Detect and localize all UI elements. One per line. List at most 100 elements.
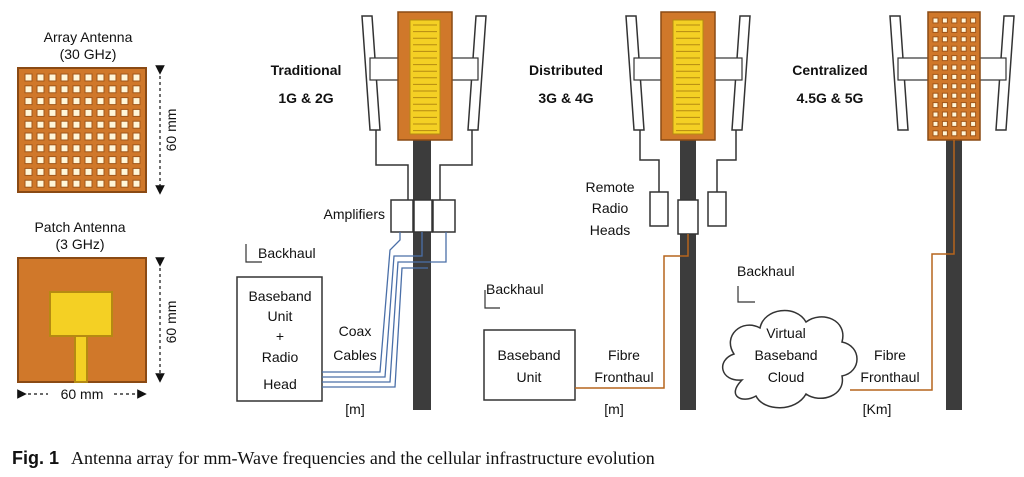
array-element bbox=[84, 179, 93, 188]
distributed-feed-left bbox=[639, 130, 660, 192]
array-element bbox=[941, 26, 948, 33]
array-element bbox=[960, 111, 967, 118]
array-element bbox=[932, 92, 939, 99]
array-element bbox=[36, 156, 45, 165]
traditional-backhaul-label: Backhaul bbox=[258, 245, 316, 261]
array-element bbox=[951, 55, 958, 62]
distributed-rrh-3 bbox=[707, 191, 727, 227]
array-element bbox=[960, 102, 967, 109]
array-element bbox=[84, 156, 93, 165]
array-element bbox=[36, 97, 45, 106]
array-element bbox=[36, 73, 45, 82]
array-element bbox=[932, 17, 939, 24]
traditional-amplifier-3 bbox=[432, 199, 456, 233]
array-antenna-size: 60 mm bbox=[163, 109, 179, 152]
array-element bbox=[951, 73, 958, 80]
array-element bbox=[72, 120, 81, 129]
array-antenna-freq: (30 GHz) bbox=[60, 46, 117, 62]
array-element bbox=[951, 45, 958, 52]
array-element bbox=[48, 156, 57, 165]
array-element bbox=[120, 97, 129, 106]
array-element bbox=[120, 73, 129, 82]
traditional-unit-line-4: Radio bbox=[262, 349, 299, 365]
array-element bbox=[96, 156, 105, 165]
array-element bbox=[36, 132, 45, 141]
array-element bbox=[36, 144, 45, 153]
array-element bbox=[24, 108, 33, 117]
array-element bbox=[932, 120, 939, 127]
array-element bbox=[24, 132, 33, 141]
centralized-tower bbox=[889, 11, 1015, 410]
distributed-unit-line-2: Unit bbox=[517, 369, 542, 385]
traditional-generation: 1G & 2G bbox=[278, 90, 333, 106]
array-element bbox=[60, 85, 69, 94]
distributed-radiating-strip bbox=[672, 19, 704, 135]
array-element bbox=[951, 26, 958, 33]
centralized-pole bbox=[946, 140, 962, 410]
distributed-rrh-line-2: Radio bbox=[592, 200, 629, 216]
array-element bbox=[960, 73, 967, 80]
array-element bbox=[48, 108, 57, 117]
array-element bbox=[108, 120, 117, 129]
array-element bbox=[960, 55, 967, 62]
distributed-fibre-line bbox=[575, 234, 689, 389]
array-element bbox=[941, 73, 948, 80]
array-element bbox=[941, 102, 948, 109]
array-element bbox=[48, 167, 57, 176]
array-element bbox=[970, 111, 977, 118]
centralized-backhaul-line bbox=[737, 286, 755, 303]
distributed-link-line-1: Fibre bbox=[608, 347, 640, 363]
centralized-cloud-line-2: Baseband bbox=[754, 347, 817, 363]
array-element bbox=[96, 144, 105, 153]
array-element bbox=[941, 130, 948, 137]
array-element bbox=[932, 45, 939, 52]
array-element bbox=[132, 97, 141, 106]
array-element bbox=[72, 156, 81, 165]
array-element bbox=[84, 132, 93, 141]
array-element bbox=[96, 73, 105, 82]
array-element bbox=[24, 73, 33, 82]
figure-number: Fig. 1 bbox=[12, 448, 60, 468]
array-element bbox=[970, 120, 977, 127]
array-element bbox=[970, 130, 977, 137]
array-element bbox=[120, 85, 129, 94]
array-element bbox=[960, 36, 967, 43]
array-element bbox=[24, 85, 33, 94]
distributed-generation: 3G & 4G bbox=[538, 90, 593, 106]
array-element bbox=[941, 55, 948, 62]
array-element bbox=[970, 55, 977, 62]
array-element bbox=[24, 144, 33, 153]
array-element bbox=[960, 92, 967, 99]
array-element bbox=[36, 85, 45, 94]
array-element bbox=[60, 97, 69, 106]
distributed-rrh-line-3: Heads bbox=[590, 222, 630, 238]
patch-element bbox=[49, 291, 113, 337]
array-element bbox=[941, 120, 948, 127]
array-element bbox=[970, 36, 977, 43]
array-element bbox=[951, 64, 958, 71]
array-element bbox=[951, 92, 958, 99]
figure-caption-text: Antenna array for mm-Wave frequencies an… bbox=[71, 448, 655, 468]
array-element bbox=[951, 83, 958, 90]
array-element bbox=[24, 97, 33, 106]
array-element bbox=[132, 156, 141, 165]
distributed-tower bbox=[625, 11, 751, 410]
array-element bbox=[941, 83, 948, 90]
array-element bbox=[72, 85, 81, 94]
array-element bbox=[970, 102, 977, 109]
array-antenna-title: Array Antenna bbox=[44, 29, 133, 45]
traditional-strip-lines bbox=[413, 24, 437, 132]
array-element bbox=[932, 26, 939, 33]
array-element bbox=[24, 167, 33, 176]
array-element bbox=[960, 64, 967, 71]
array-element bbox=[120, 132, 129, 141]
array-element bbox=[24, 179, 33, 188]
array-element bbox=[84, 167, 93, 176]
array-element bbox=[36, 108, 45, 117]
array-element bbox=[36, 179, 45, 188]
traditional-tower bbox=[361, 11, 487, 410]
traditional-feed-left bbox=[375, 130, 409, 200]
array-element bbox=[932, 55, 939, 62]
array-element bbox=[96, 120, 105, 129]
centralized-array-elements bbox=[932, 17, 977, 137]
